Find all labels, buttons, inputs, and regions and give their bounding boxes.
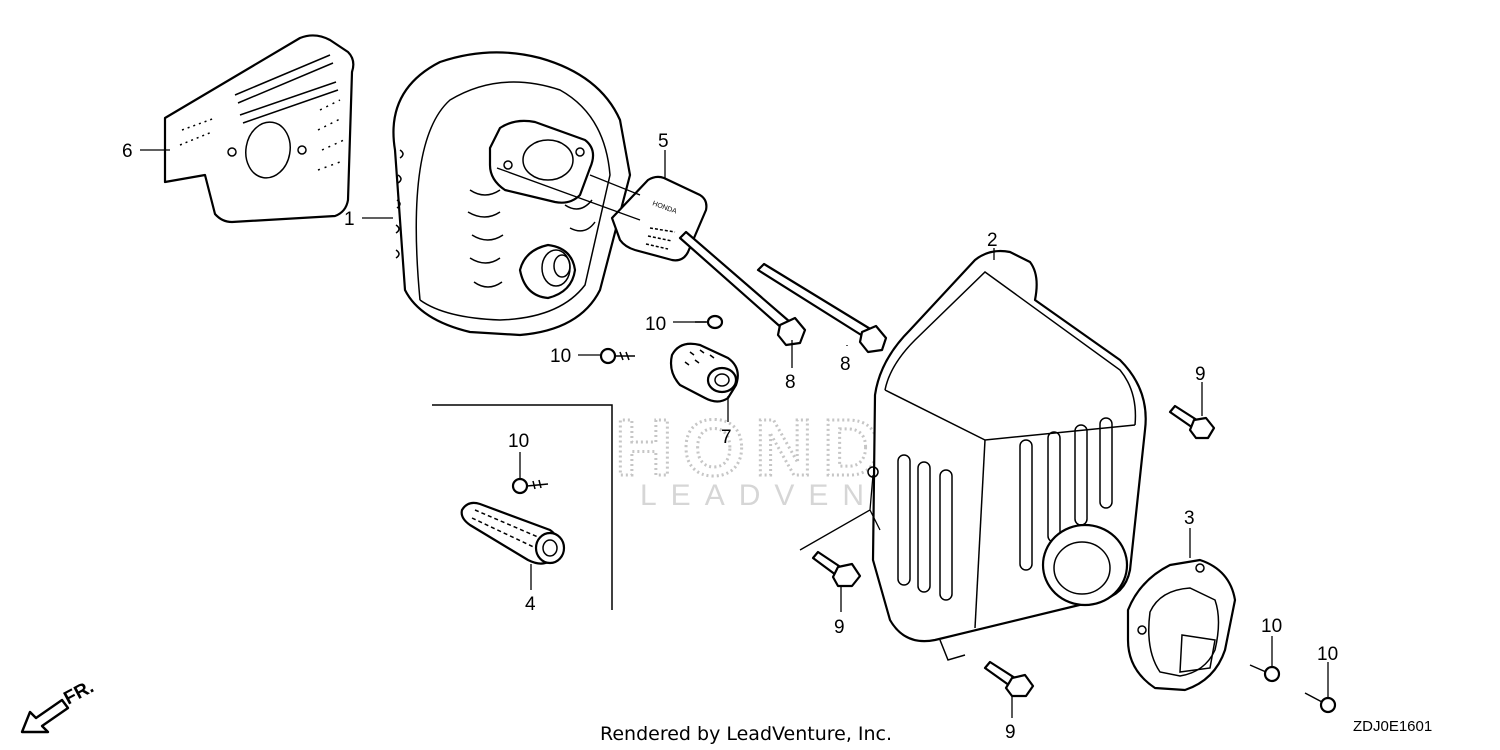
part-9-bolt-c bbox=[983, 660, 1035, 698]
front-arrow-icon bbox=[20, 698, 70, 734]
inset-box bbox=[432, 404, 613, 610]
callout-7: 7 bbox=[721, 427, 732, 448]
callout-4: 4 bbox=[525, 594, 536, 615]
front-direction-indicator: FR. bbox=[20, 677, 97, 734]
part-10-screw-e bbox=[1304, 692, 1337, 714]
diagram-code: ZDJ0E1601 bbox=[1353, 718, 1432, 735]
footer-credit: Rendered by LeadVenture, Inc. bbox=[600, 723, 892, 745]
part-8-bolt-b bbox=[756, 262, 888, 354]
callout-6: 6 bbox=[122, 141, 133, 162]
callout-9-b: 9 bbox=[834, 617, 845, 638]
callout-2: 2 bbox=[987, 230, 998, 251]
callout-5: 5 bbox=[658, 131, 669, 152]
part-10-screw-c bbox=[511, 477, 549, 495]
callouts: 6 1 5 2 10 10 8 8 7 9 10 4 3 9 10 10 9 bbox=[122, 131, 1338, 743]
part-2-muffler-cover bbox=[867, 249, 1147, 661]
callout-10-b: 10 bbox=[550, 346, 571, 367]
callout-10-c: 10 bbox=[508, 431, 529, 452]
part-6-protector-plate bbox=[163, 34, 355, 224]
part-4-spark-arrester bbox=[460, 501, 566, 565]
callout-9-a: 9 bbox=[1195, 364, 1206, 385]
part-8-bolt-a bbox=[678, 230, 807, 347]
leader-lines bbox=[140, 149, 1329, 718]
callout-3: 3 bbox=[1184, 508, 1195, 529]
callout-8-a: 8 bbox=[785, 372, 796, 393]
callout-9-c: 9 bbox=[1005, 722, 1016, 743]
part-3-deflector bbox=[1126, 558, 1237, 692]
part-7-spark-arrester bbox=[669, 342, 739, 403]
part-9-bolt-a bbox=[1168, 404, 1216, 440]
callout-8-b: 8 bbox=[840, 354, 851, 375]
part-10-screw-d bbox=[1249, 664, 1281, 683]
part-9-bolt-b bbox=[811, 550, 862, 588]
callout-10-a: 10 bbox=[645, 314, 666, 335]
callout-10-e: 10 bbox=[1317, 644, 1338, 665]
callout-10-d: 10 bbox=[1261, 616, 1282, 637]
part-10-screw-b bbox=[599, 347, 635, 365]
part-1-muffler bbox=[392, 51, 632, 337]
callout-1: 1 bbox=[344, 209, 355, 230]
